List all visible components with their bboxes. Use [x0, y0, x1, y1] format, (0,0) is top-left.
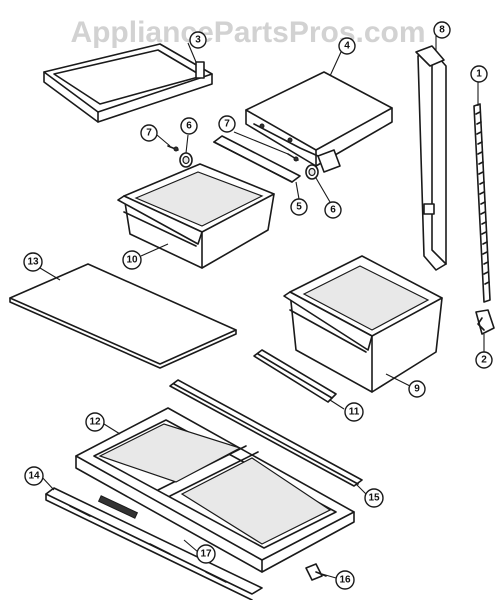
callout-12: 12	[85, 412, 105, 432]
part-12-frame	[75, 407, 355, 573]
svg-text:16: 16	[339, 575, 351, 586]
part-15-rail	[169, 379, 363, 487]
callout-16: 16	[335, 570, 355, 590]
leader-lines	[39, 36, 485, 579]
callout-9: 9	[408, 380, 426, 398]
svg-text:14: 14	[28, 471, 40, 482]
part-6-knob-right	[305, 164, 319, 180]
svg-text:15: 15	[368, 493, 380, 504]
svg-text:7: 7	[224, 119, 230, 130]
part-1-rack	[473, 103, 491, 303]
callout-13: 13	[23, 252, 43, 272]
svg-text:2: 2	[481, 355, 487, 366]
svg-text:4: 4	[344, 41, 350, 52]
callout-17: 17	[196, 544, 216, 564]
svg-text:8: 8	[439, 25, 445, 36]
part-2-clip	[475, 309, 495, 335]
callout-6-right: 6	[324, 201, 342, 219]
callout-14: 14	[24, 466, 44, 486]
part-14-front-cover	[45, 487, 263, 600]
callout-4: 4	[338, 37, 356, 55]
callout-15: 15	[364, 488, 384, 508]
svg-text:5: 5	[296, 202, 302, 213]
svg-text:17: 17	[200, 549, 212, 560]
part-3-shelf	[43, 43, 213, 123]
callout-8: 8	[433, 21, 451, 39]
svg-text:13: 13	[27, 257, 39, 268]
part-9-drawer	[283, 255, 443, 393]
part-11-handle	[253, 349, 337, 403]
svg-text:6: 6	[186, 121, 192, 132]
callout-1: 1	[470, 65, 488, 83]
part-13-glass-panel	[9, 263, 237, 369]
callout-10: 10	[122, 250, 142, 270]
callout-7-right: 7	[218, 115, 236, 133]
callout-2: 2	[475, 351, 493, 369]
svg-text:11: 11	[349, 407, 360, 418]
svg-text:3: 3	[195, 35, 201, 46]
svg-text:10: 10	[126, 255, 138, 266]
svg-text:7: 7	[146, 128, 152, 139]
svg-text:6: 6	[330, 205, 336, 216]
part-8-trim	[415, 45, 447, 271]
svg-text:1: 1	[476, 69, 482, 80]
part-4-crisper-cover	[245, 71, 393, 173]
callout-7-left: 7	[140, 124, 158, 142]
callout-11: 11	[344, 402, 364, 422]
part-16-clip	[305, 563, 327, 581]
part-10-drawer	[117, 163, 275, 269]
callout-6-left: 6	[180, 117, 198, 135]
part-5-rail	[213, 135, 301, 183]
callout-5: 5	[290, 198, 308, 216]
callout-3: 3	[189, 31, 207, 49]
part-7-screw-right	[287, 153, 299, 162]
svg-text:9: 9	[414, 384, 420, 395]
watermark-text: AppliancePartsPros.com	[70, 16, 425, 49]
part-6-knob-left	[179, 152, 193, 168]
svg-text:12: 12	[89, 417, 101, 428]
part-7-screw-left	[167, 145, 179, 152]
